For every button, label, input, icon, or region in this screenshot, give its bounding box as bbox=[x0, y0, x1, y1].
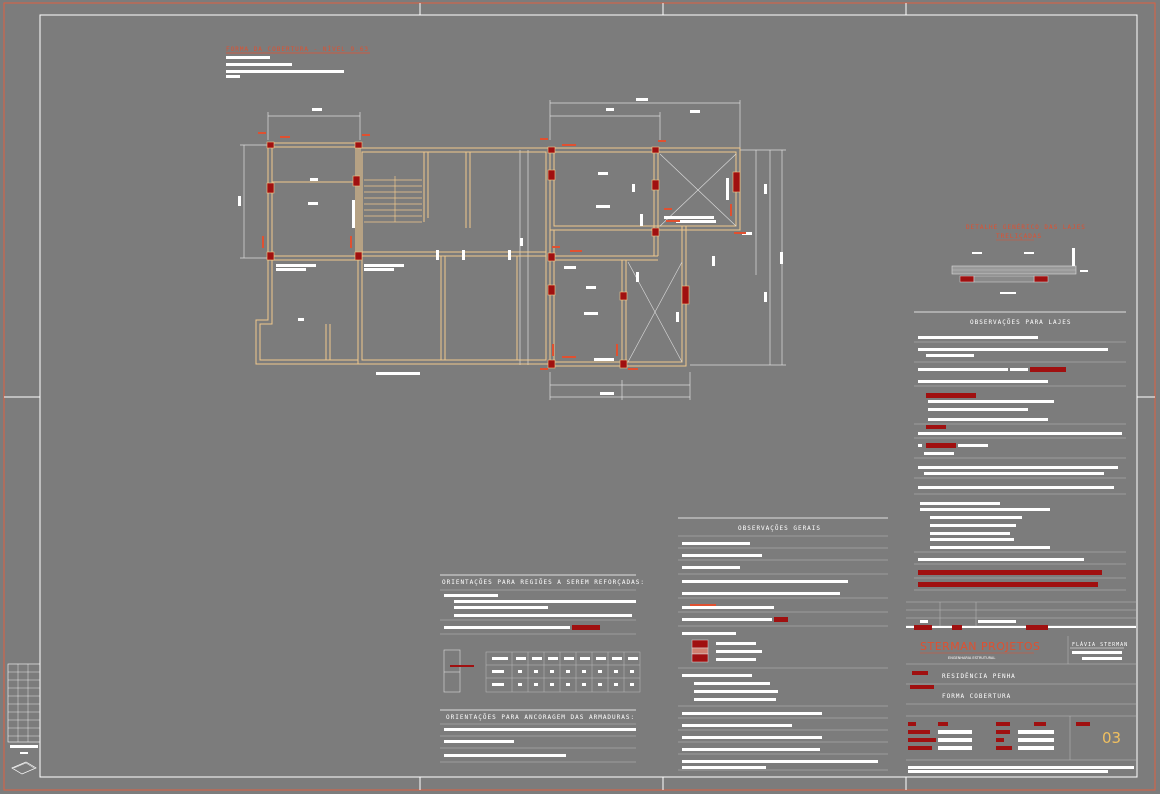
project-name: RESIDÊNCIA PENHA bbox=[942, 672, 1016, 680]
obs-gerais-title: OBSERVAÇÕES GERAIS bbox=[738, 525, 821, 532]
company-tagline: ENGENHARIA ESTRUTURAL bbox=[948, 656, 995, 660]
slab-detail: DETALHE GENÉRICO DAS LAJES TRELIÇADAS bbox=[951, 223, 1088, 294]
revision-table bbox=[7, 663, 41, 775]
floor-plan bbox=[238, 98, 786, 400]
plan-notes bbox=[226, 56, 344, 78]
orient-ancoragem-title: ORIENTAÇÕES PARA ANCORAGEM DAS ARMADURAS… bbox=[446, 714, 635, 721]
orient-ancoragem-panel: ORIENTAÇÕES PARA ANCORAGEM DAS ARMADURAS… bbox=[440, 709, 636, 763]
drawing-name: FORMA COBERTURA bbox=[942, 693, 1011, 700]
orient-reforco-panel: ORIENTAÇÕES PARA REGIÕES A SEREM REFORÇA… bbox=[440, 574, 645, 693]
company-name: STERMAN PROJETOS bbox=[920, 640, 1041, 653]
title-block: STERMAN PROJETOS ENGENHARIA ESTRUTURAL F… bbox=[906, 601, 1136, 773]
obs-lajes-title: OBSERVAÇÕES PARA LAJES bbox=[970, 319, 1071, 326]
detail-subtitle: TRELIÇADAS bbox=[996, 233, 1042, 240]
orient-reforco-title: ORIENTAÇÕES PARA REGIÕES A SEREM REFORÇA… bbox=[442, 579, 645, 586]
plan-title: FORMA DA COBERTURA - NÍVEL 9.63 bbox=[226, 45, 369, 53]
detail-title: DETALHE GENÉRICO DAS LAJES bbox=[966, 223, 1086, 231]
obs-gerais-panel: OBSERVAÇÕES GERAIS bbox=[678, 517, 888, 771]
obs-lajes-panel: OBSERVAÇÕES PARA LAJES bbox=[914, 311, 1126, 591]
sheet-number: 03 bbox=[1102, 729, 1121, 747]
sheet-frame bbox=[3, 2, 1156, 791]
engineer-name: FLÁVIA STERMAN bbox=[1072, 641, 1128, 648]
